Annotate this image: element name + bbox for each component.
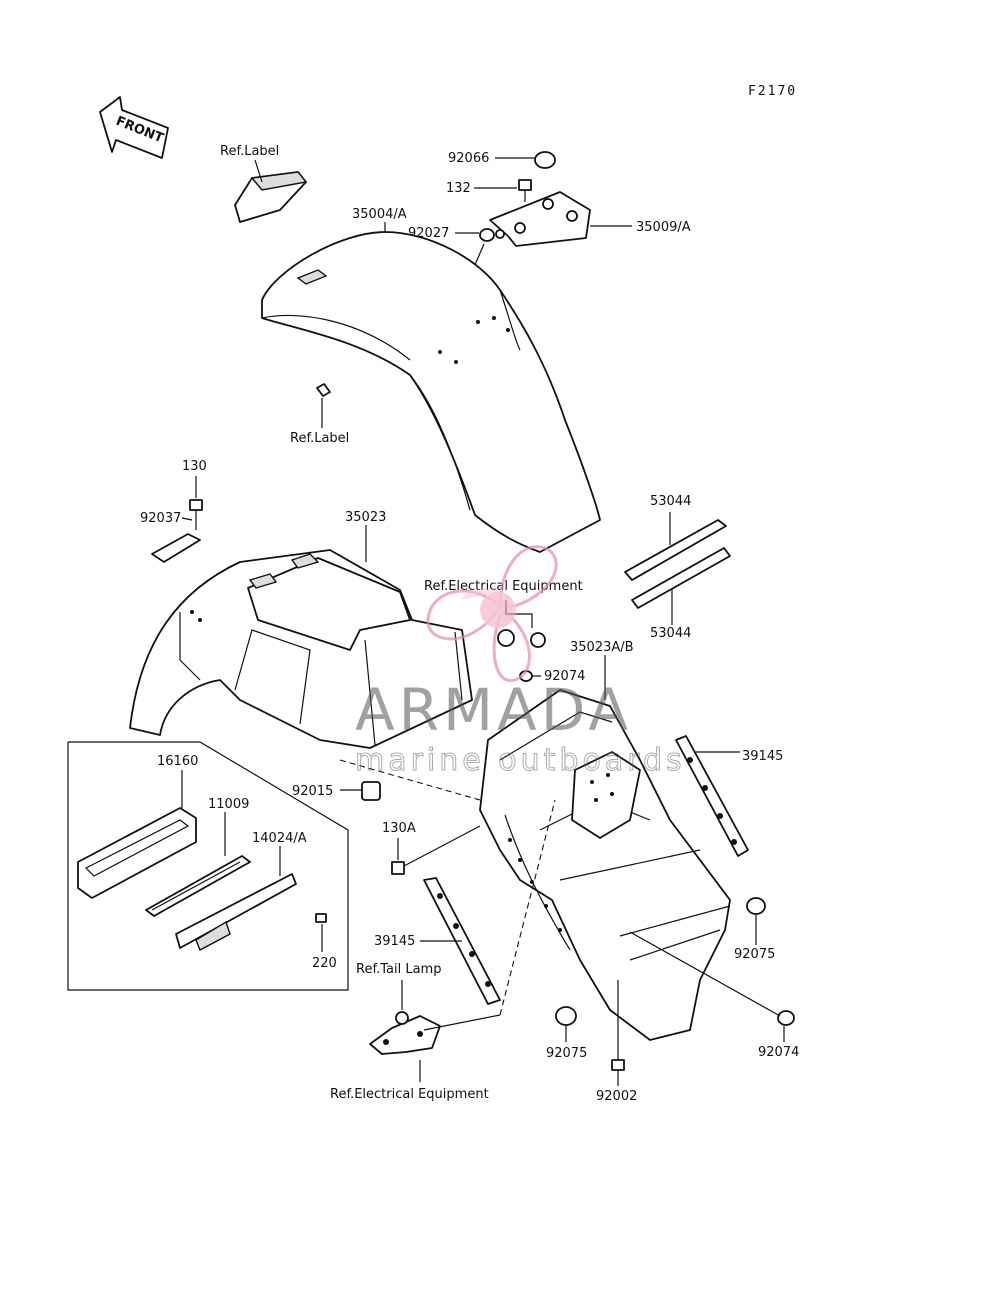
plate-92037 xyxy=(151,533,201,563)
grommet-92075-right xyxy=(746,897,766,915)
bolt-130a xyxy=(391,825,481,875)
label-92074-top: 92074 xyxy=(544,669,585,684)
washer-92027 xyxy=(479,228,495,242)
label-92066: 92066 xyxy=(448,151,489,166)
label-92075-right: 92075 xyxy=(734,947,775,962)
label-39145-left: 39145 xyxy=(374,934,415,949)
clip-92015 xyxy=(361,781,381,801)
label-14024: 14024/A xyxy=(252,831,307,846)
ref-label-top-part xyxy=(234,159,308,223)
cap-92066 xyxy=(534,151,556,169)
label-16160: 16160 xyxy=(157,754,198,769)
watermark: ARMADA marine outboards xyxy=(355,545,686,779)
ref-label-mid-part xyxy=(316,383,331,397)
watermark-title: ARMADA xyxy=(355,676,632,744)
bolt-130 xyxy=(189,499,203,530)
rear-fender-35023 xyxy=(129,549,473,749)
label-92075-left: 92075 xyxy=(546,1046,587,1061)
label-92074-bottom: 92074 xyxy=(758,1045,799,1060)
label-53044-bottom: 53044 xyxy=(650,626,691,641)
label-ref-electrical-bottom: Ref.Electrical Equipment xyxy=(330,1087,489,1102)
lamp-inset-box xyxy=(67,741,349,991)
label-92002: 92002 xyxy=(596,1089,637,1104)
strip-53044-top xyxy=(624,519,727,581)
watermark-subtitle: marine outboards xyxy=(355,743,686,778)
connector-parts xyxy=(497,629,546,648)
label-35023: 35023 xyxy=(345,510,386,525)
grommet-92074-bottom xyxy=(777,1010,795,1026)
label-92037: 92037 xyxy=(140,511,181,526)
strip-53044-bottom xyxy=(631,547,731,609)
label-130: 130 xyxy=(182,459,207,474)
label-53044-top: 53044 xyxy=(650,494,691,509)
propeller-logo-icon xyxy=(426,545,558,683)
bracket-35009 xyxy=(489,191,591,247)
label-130a: 130A xyxy=(382,821,416,836)
label-ref-label-top: Ref.Label xyxy=(220,144,279,159)
label-92015: 92015 xyxy=(292,784,333,799)
label-220: 220 xyxy=(312,956,337,971)
front-arrow-icon: FRONT xyxy=(99,96,169,159)
label-ref-label-mid: Ref.Label xyxy=(290,431,349,446)
label-ref-tail-lamp: Ref.Tail Lamp xyxy=(356,962,441,977)
figure-id: F2170 xyxy=(748,84,797,99)
bolt-132 xyxy=(518,179,532,202)
front-fender-35004 xyxy=(261,231,601,553)
label-132: 132 xyxy=(446,181,471,196)
grommet-92075-left xyxy=(555,1006,577,1026)
label-35023ab: 35023A/B xyxy=(570,640,634,655)
strip-39145-right xyxy=(675,735,749,857)
label-11009: 11009 xyxy=(208,797,249,812)
label-39145-right: 39145 xyxy=(742,749,783,764)
label-35004: 35004/A xyxy=(352,207,407,222)
tail-lamp-bracket xyxy=(369,1011,441,1055)
label-35009: 35009/A xyxy=(636,220,691,235)
